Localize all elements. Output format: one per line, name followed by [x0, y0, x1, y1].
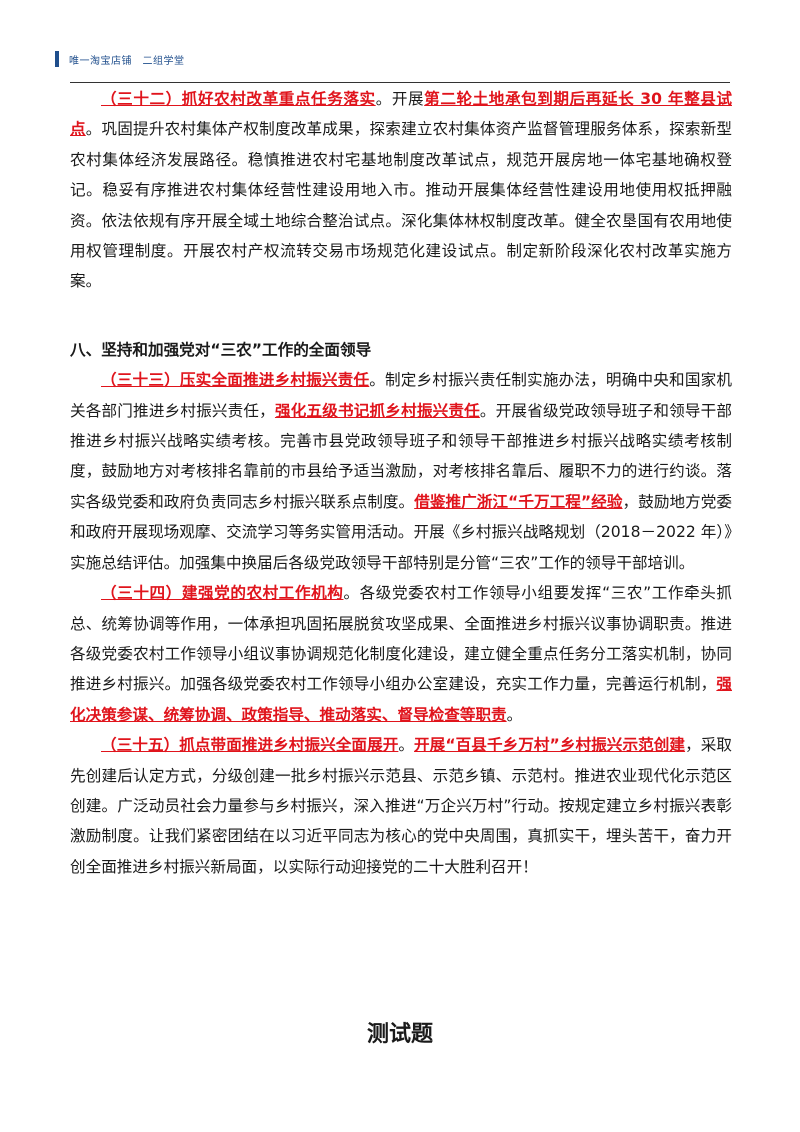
highlighted-text: 第二轮土地承包到期后再延长 30 年整县试点 — [70, 90, 732, 139]
reform-section: （三十二）抓好农村改革重点任务落实。开展第二轮土地承包到期后再延长 30 年整县… — [70, 84, 732, 297]
header-divider — [70, 82, 730, 83]
page-header: 唯一淘宝店铺 二组学堂 — [55, 50, 185, 68]
highlighted-text: 借鉴推广浙江“千万工程”经验 — [414, 492, 623, 511]
highlighted-text: （三十三）压实全面推进乡村振兴责任 — [101, 371, 370, 390]
body-text: 。 — [506, 705, 523, 724]
highlighted-text: （三十二）抓好农村改革重点任务落实 — [101, 90, 376, 108]
highlighted-text: 强化决策参谋、统筹协调、政策指导、推动落实、督导检查等职责 — [70, 675, 732, 724]
section-heading: 八、坚持和加强党对“三农”工作的全面领导 — [70, 340, 372, 359]
header-accent-bar — [55, 51, 59, 67]
body-text: 。 — [398, 736, 415, 755]
header-text: 唯一淘宝店铺 二组学堂 — [69, 55, 185, 67]
highlighted-text: （三十四）建强党的农村工作机构 — [101, 584, 344, 603]
body-text: ，鼓励地方党委和政府开展现场观摩、交流学习等务实管用活动。开展《乡村振兴战略规划… — [70, 492, 732, 572]
highlighted-text: 开展“百县千乡万村”乡村振兴示范创建 — [414, 736, 686, 755]
leadership-section: （三十三）压实全面推进乡村振兴责任。制定乡村振兴责任制实施办法，明确中央和国家机… — [70, 365, 732, 882]
paragraph-p33: （三十三）压实全面推进乡村振兴责任。制定乡村振兴责任制实施办法，明确中央和国家机… — [70, 365, 732, 578]
paragraph-p32: （三十二）抓好农村改革重点任务落实。开展第二轮土地承包到期后再延长 30 年整县… — [70, 84, 732, 297]
body-text: 。制定乡村振兴责任制实施办法，明确中央和国家机关各部门推进乡村振兴责任， — [70, 371, 732, 420]
body-text: 。开展省级党政领导班子和领导干部推进乡村振兴战略实绩考核。完善市县党政领导班子和… — [70, 401, 732, 511]
document-body: （三十二）抓好农村改革重点任务落实。开展第二轮土地承包到期后再延长 30 年整县… — [70, 84, 732, 882]
body-text: 。各级党委农村工作领导小组要发挥“三农”工作牵头抓总、统筹协调等作用，一体承担巩… — [70, 584, 732, 694]
highlighted-text: 强化五级书记抓乡村振兴责任 — [274, 401, 480, 420]
body-text: ，采取先创建后认定方式，分级创建一批乡村振兴示范县、示范乡镇、示范村。推进农业现… — [70, 736, 732, 876]
body-text: 。巩固提升农村集体产权制度改革成果，探索建立农村集体资产监督管理服务体系，探索新… — [70, 120, 732, 291]
highlighted-text: （三十五）抓点带面推进乡村振兴全面展开 — [101, 736, 399, 755]
paragraph-p34: （三十四）建强党的农村工作机构。各级党委农村工作领导小组要发挥“三农”工作牵头抓… — [70, 578, 732, 730]
paragraph-p35: （三十五）抓点带面推进乡村振兴全面展开。开展“百县千乡万村”乡村振兴示范创建，采… — [70, 730, 732, 882]
body-text: 。开展 — [375, 90, 425, 108]
page-title: 测试题 — [366, 1022, 433, 1047]
